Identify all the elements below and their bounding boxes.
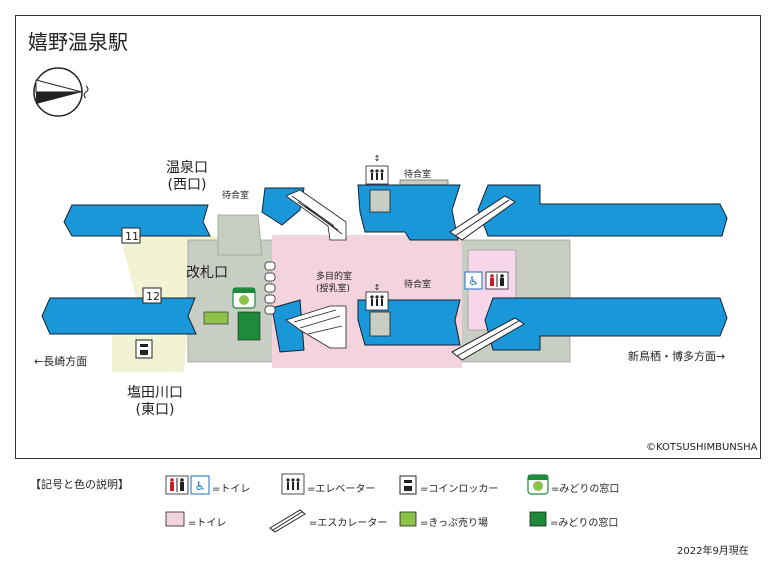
midori-badge-icon-map xyxy=(232,287,256,309)
coin-locker-icon-map xyxy=(135,339,153,359)
multipurpose-room-label: 多目的室 xyxy=(316,272,353,282)
direction-left-label: ←長崎方面 xyxy=(34,355,88,368)
legend-text-coin-locker: =コインロッカー xyxy=(420,484,499,495)
west-exit-name: 温泉口 xyxy=(166,160,208,176)
platform-12 xyxy=(41,297,197,335)
escalator-south xyxy=(451,317,525,361)
legend-elevator-icon xyxy=(281,473,305,495)
legend-wheelchair-icon: ♿ xyxy=(190,475,210,495)
east-exit-label: 塩田川口 (東口) xyxy=(115,385,195,419)
east-exit-sub: (東口) xyxy=(135,402,175,418)
east-exit-name: 塩田川口 xyxy=(127,385,183,401)
legend-light-green-swatch xyxy=(399,511,417,527)
page-title: 嬉野温泉駅 xyxy=(28,30,128,54)
track-12-box xyxy=(142,287,162,304)
svg-text:↕: ↕ xyxy=(374,154,381,163)
elevator-shaft-north xyxy=(369,189,391,213)
legend-pink-swatch xyxy=(165,511,185,527)
direction-right-label: 新鳥栖・博多方面→ xyxy=(628,350,726,363)
legend-heading: 【記号と色の説明】 xyxy=(30,478,129,491)
toilet-icon-map xyxy=(485,271,509,290)
platform-lower-right xyxy=(484,297,728,351)
elevator-shaft-south xyxy=(369,311,391,337)
track-11-label: 11 xyxy=(125,230,139,243)
svg-text:♿: ♿ xyxy=(195,479,206,493)
track-12-label: 12 xyxy=(146,290,160,303)
ticket-gate-label: 改札口 xyxy=(186,265,228,281)
waiting-room-west xyxy=(217,214,263,256)
date-label: 2022年9月現在 xyxy=(677,546,749,557)
waiting-room-north-label: 待合室 xyxy=(404,170,432,180)
legend-escalator-icon xyxy=(269,509,306,533)
compass-icon xyxy=(33,67,89,117)
svg-text:↕: ↕ xyxy=(374,283,381,292)
west-exit-label: 温泉口 (西口) xyxy=(157,160,217,194)
ticket-machine-area xyxy=(203,311,229,325)
waiting-room-south-label: 待合室 xyxy=(404,280,432,290)
legend-dark-green-swatch xyxy=(529,511,547,527)
legend-text-midori-area: =みどりの窓口 xyxy=(550,518,619,529)
platform-11 xyxy=(63,204,211,237)
svg-text:♿: ♿ xyxy=(468,274,479,288)
legend-text-toilet: =トイレ xyxy=(212,484,251,495)
platform-upper-right xyxy=(477,184,728,237)
west-exit-sub: (西口) xyxy=(167,177,207,193)
legend-toilet-icon xyxy=(165,475,189,495)
legend-coin-locker-icon xyxy=(399,475,417,495)
legend-text-midori-badge: =みどりの窓口 xyxy=(551,484,620,495)
nursing-room-label: (授乳室) xyxy=(316,284,351,294)
waiting-room-west-label: 待合室 xyxy=(222,191,250,201)
escalator-north xyxy=(449,195,516,241)
elevator-icon-south: ↕ xyxy=(365,283,389,311)
stairs-north xyxy=(285,189,347,241)
coin-locker-column xyxy=(264,261,276,315)
copyright-label: ©KOTSUSHIMBUNSHA xyxy=(646,442,758,453)
legend-text-pink-toilet: =トイレ xyxy=(188,518,227,529)
wheelchair-icon-map: ♿ xyxy=(464,271,483,290)
legend-text-escalator: =エスカレーター xyxy=(309,518,388,529)
legend-midori-icon xyxy=(527,474,549,495)
legend-text-elevator: =エレベーター xyxy=(307,484,376,495)
track-11-box xyxy=(121,227,141,244)
elevator-icon-north: ↕ xyxy=(365,154,389,185)
midori-window-area xyxy=(237,311,261,341)
legend-text-ticket-sales: =きっぷ売り場 xyxy=(420,518,488,529)
stairs-south xyxy=(285,305,347,349)
